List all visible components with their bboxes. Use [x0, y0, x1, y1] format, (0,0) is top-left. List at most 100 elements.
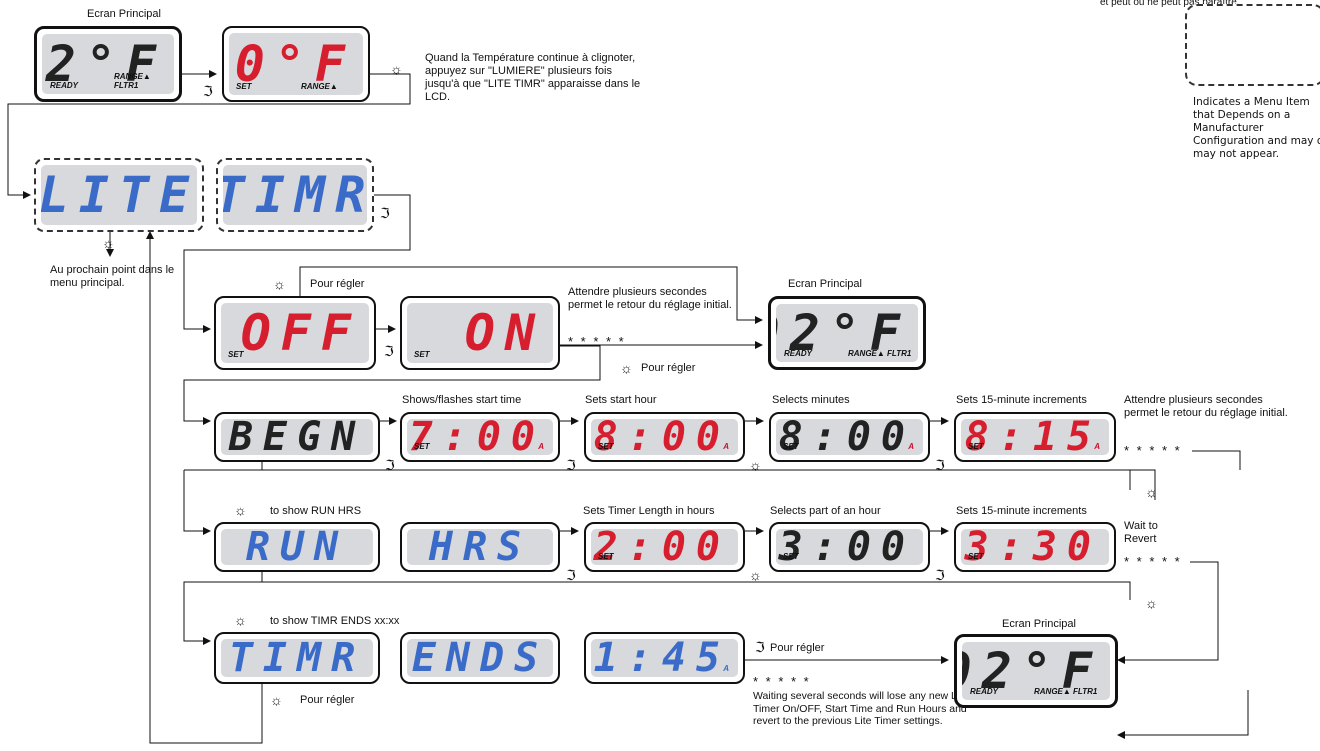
lcd-15-minute: 3:30 SET — [954, 522, 1116, 572]
lcd-tag: RANGE▲ FLTR1 — [114, 72, 151, 90]
temperature-button-icon: ℑ — [566, 457, 576, 473]
light-button-icon: ☼ — [1145, 484, 1158, 500]
pour-regler-label: Pour régler — [770, 642, 825, 654]
top-note: et peut ou ne peut pas paraître. — [1100, 0, 1240, 8]
temperature-button-icon: ℑ — [566, 567, 576, 583]
lcd-main-screen: 102°F READY RANGE▲ FLTR1 — [954, 634, 1118, 708]
waiting-several-note: Waiting several seconds will lose any ne… — [753, 690, 968, 727]
lcd-value: 8:00 — [593, 419, 730, 455]
light-button-icon: ☼ — [390, 61, 403, 77]
lcd-start-time: 7:00 SET A — [400, 412, 560, 462]
pour-regler-label: Pour régler — [310, 278, 365, 290]
light-button-icon: ☼ — [270, 692, 283, 708]
lcd-value: 102°F — [962, 642, 1102, 700]
temperature-button-icon: ℑ — [935, 457, 945, 473]
lcd-tag: A — [538, 442, 544, 451]
lcd-value: RUN — [245, 529, 349, 565]
wait-to-revert-label: Wait to Revert — [1124, 520, 1158, 545]
lcd-tag: SET — [783, 552, 799, 561]
lcd-tag: SET — [968, 442, 984, 451]
lcd-timr: TIMR — [216, 158, 374, 232]
lcd-value: 102°F — [42, 35, 166, 93]
lcd-part-hour: 3:00 SET — [769, 522, 930, 572]
lcd-value: ENDS — [411, 639, 549, 677]
stars: * * * * * — [1124, 554, 1182, 569]
pour-regler-label: Pour régler — [641, 362, 696, 374]
lcd-tag: SET — [968, 552, 984, 561]
dashed-box-legend — [1185, 4, 1320, 86]
arrow — [184, 461, 263, 471]
lcd-timr-2: TIMR — [214, 632, 380, 684]
lcd-value: 8:15 — [964, 419, 1101, 455]
main-screen-label: Ecran Principal — [1002, 618, 1076, 630]
arrow — [183, 345, 601, 425]
sets-start-hour-label: Sets start hour — [585, 394, 657, 406]
lcd-value: 7:00 — [408, 419, 545, 455]
light-button-icon: ☼ — [749, 567, 762, 583]
lcd-value: HRS — [428, 529, 532, 565]
temperature-button-icon: ℑ — [384, 343, 394, 359]
temperature-button-icon: ℑ — [385, 457, 395, 473]
lcd-tag: SET — [236, 82, 252, 91]
arrow — [262, 581, 1131, 600]
temperature-button-icon: ℑ — [380, 205, 390, 221]
show-run-hrs-label: to show RUN HRS — [270, 505, 362, 517]
lcd-start-hour: 8:00 SET A — [584, 412, 745, 462]
lcd-tag: RANGE▲ FLTR1 — [1034, 687, 1098, 696]
sets-timer-length-label: Sets Timer Length in hours — [583, 505, 715, 517]
lcd-value: OFF — [240, 304, 361, 362]
sets-15-label: Sets 15-minute increments — [956, 505, 1087, 517]
arrow — [7, 73, 411, 199]
light-button-icon: ☼ — [1145, 595, 1158, 611]
pour-regler-label: Pour régler — [300, 694, 355, 706]
arrow — [146, 231, 263, 744]
arrow — [262, 469, 1131, 490]
lcd-value: BEGN — [228, 419, 366, 455]
lcd-timer-length: 2:00 SET — [584, 522, 745, 572]
stars: * * * * * — [1124, 443, 1182, 458]
lcd-tag: SET — [414, 442, 430, 451]
lcd-run: RUN — [214, 522, 380, 572]
lcd-hrs: HRS — [400, 522, 560, 572]
next-item-note: Au prochain point dans le menu principal… — [50, 264, 175, 289]
lcd-tag: SET — [228, 350, 244, 359]
lcd-tag: A — [1094, 442, 1100, 451]
light-button-icon: ☼ — [234, 502, 247, 518]
lcd-on: ON SET — [400, 296, 560, 370]
wait-revert-note: Attendre plusieurs secondes permet le re… — [1124, 394, 1288, 419]
lcd-tag: A — [908, 442, 914, 451]
arrow — [1130, 469, 1156, 500]
lcd-ends: ENDS — [400, 632, 560, 684]
temperature-button-icon: ℑ — [935, 567, 945, 583]
arrow — [183, 194, 411, 333]
light-button-icon: ☼ — [273, 276, 286, 292]
lcd-tag: RANGE▲ FLTR1 — [848, 349, 912, 358]
lcd-main-screen: 102°F READY RANGE▲ FLTR1 — [34, 26, 182, 102]
lcd-tag: A — [723, 442, 729, 451]
lcd-begn: BEGN — [214, 412, 380, 462]
wait-revert-note: Attendre plusieurs secondes permet le re… — [568, 286, 732, 311]
lcd-tag: RANGE▲ — [301, 82, 338, 91]
lcd-value: 2:00 — [593, 529, 730, 565]
light-button-icon: ☼ — [749, 457, 762, 473]
arrow — [183, 572, 263, 645]
lcd-15-minute: 8:15 SET A — [954, 412, 1116, 462]
show-timr-ends-label: to show TIMR ENDS xx:xx — [270, 615, 400, 627]
selects-minutes-label: Selects minutes — [772, 394, 850, 406]
stars: * * * * * — [568, 334, 626, 349]
menu-item-note: Indicates a Menu Item that Depends on a … — [1193, 96, 1320, 160]
lcd-tag: SET — [414, 350, 430, 359]
lcd-value: 100°F — [229, 35, 355, 93]
temperature-button-icon: ℑ — [203, 83, 213, 99]
arrow — [299, 266, 763, 324]
shows-start-label: Shows/flashes start time — [402, 394, 522, 406]
lcd-value: 3:30 — [964, 529, 1101, 565]
lcd-tag: READY — [50, 81, 79, 90]
sets-15-label: Sets 15-minute increments — [956, 394, 1087, 406]
main-screen-label: Ecran Principal — [87, 8, 161, 20]
lcd-main-screen: 102°F READY RANGE▲ FLTR1 — [768, 296, 926, 370]
lcd-tag: READY — [970, 687, 999, 696]
lcd-value: 3:00 — [778, 529, 915, 565]
main-screen-label: Ecran Principal — [788, 278, 862, 290]
